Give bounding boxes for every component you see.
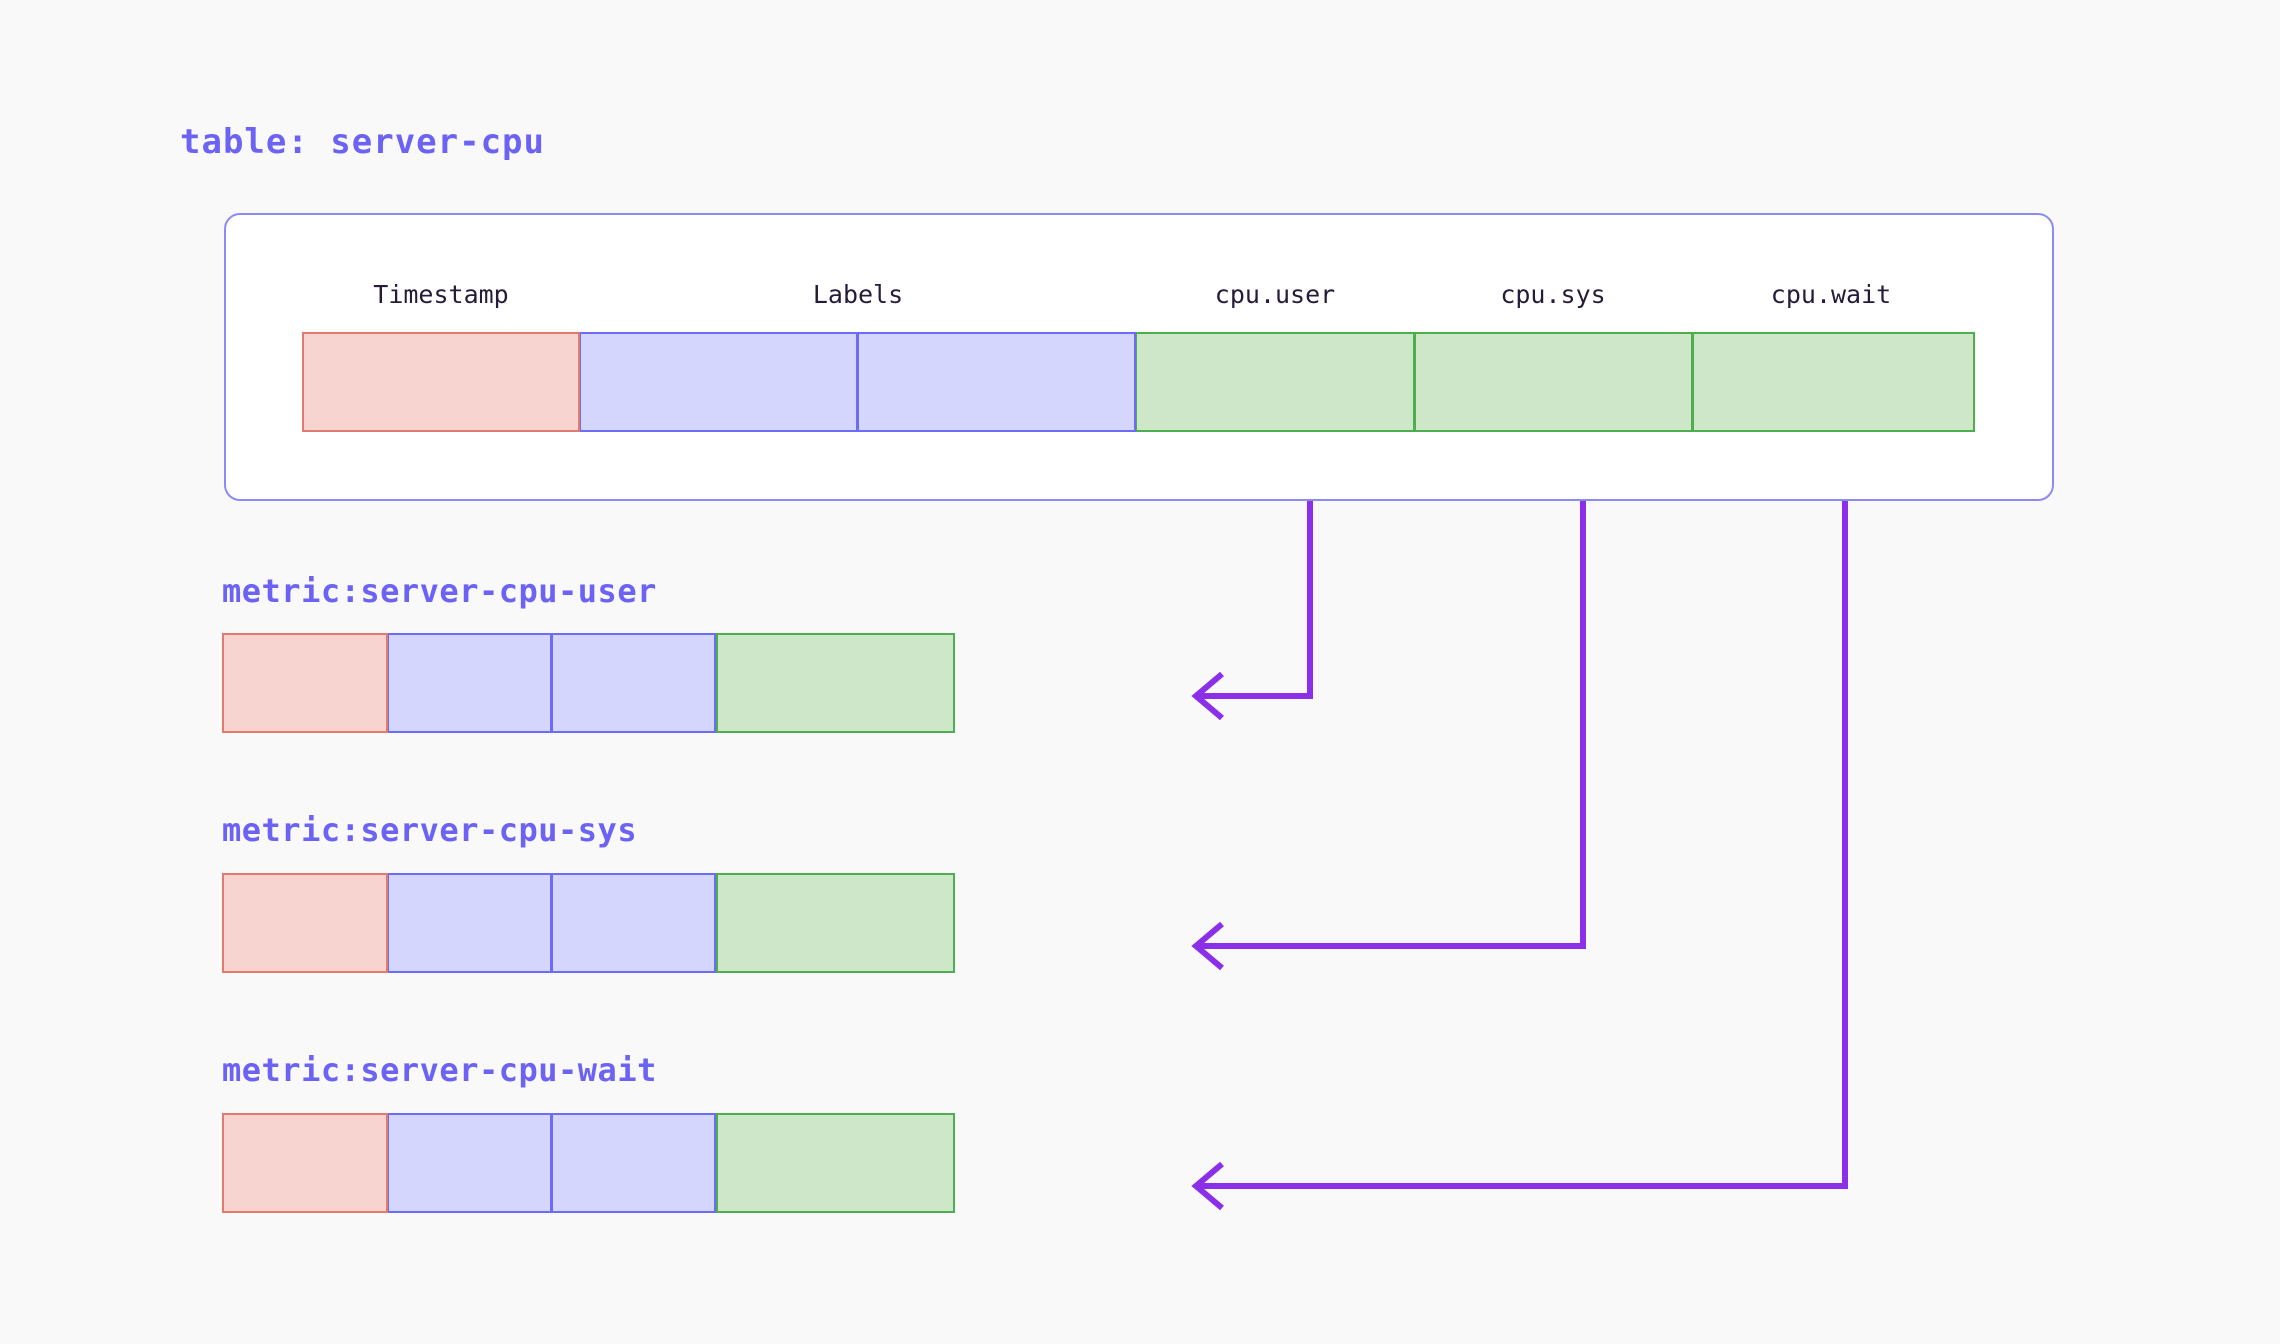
- connector-line-cpu-wait-to-metric: [1196, 448, 1848, 1189]
- metric-cell-pink: [222, 873, 388, 973]
- table-cell-blue: [580, 332, 858, 432]
- metric-row-0: [222, 633, 955, 733]
- arrowhead-cpu-sys-to-metric: [1191, 921, 1224, 971]
- metric-cell-green: [716, 873, 955, 973]
- connector-line-cpu-sys-to-metric: [1196, 448, 1586, 949]
- metric-cell-blue: [552, 873, 716, 973]
- metric-cell-green: [716, 633, 955, 733]
- metric-cell-pink: [222, 633, 388, 733]
- column-header-timestamp: Timestamp: [373, 280, 509, 309]
- table-title: table: server-cpu: [180, 122, 545, 162]
- metric-cell-blue: [552, 1113, 716, 1213]
- metric-title-2: metric:server-cpu-wait: [222, 1051, 657, 1089]
- arrowhead-cpu-user-to-metric: [1191, 671, 1224, 721]
- column-header-cpu-wait: cpu.wait: [1770, 280, 1892, 309]
- metric-cell-blue: [388, 633, 552, 733]
- metric-cell-green: [716, 1113, 955, 1213]
- arrowhead-cpu-wait-to-metric: [1191, 1161, 1224, 1211]
- column-header-cpu-user: cpu.user: [1214, 280, 1336, 309]
- metric-title-1: metric:server-cpu-sys: [222, 811, 638, 849]
- table-cell-blue: [858, 332, 1136, 432]
- metric-row-2: [222, 1113, 955, 1213]
- column-header-cpu-sys: cpu.sys: [1500, 280, 1606, 309]
- metric-cell-blue: [388, 873, 552, 973]
- table-cell-green: [1693, 332, 1975, 432]
- metric-cell-blue: [552, 633, 716, 733]
- metric-cell-pink: [222, 1113, 388, 1213]
- table-cell-green: [1136, 332, 1415, 432]
- metric-title-0: metric:server-cpu-user: [222, 572, 657, 610]
- metric-cell-blue: [388, 1113, 552, 1213]
- table-cell-green: [1415, 332, 1693, 432]
- table-cell-pink: [302, 332, 580, 432]
- table-row: [302, 332, 1975, 432]
- metric-row-1: [222, 873, 955, 973]
- column-header-labels: Labels: [812, 280, 904, 309]
